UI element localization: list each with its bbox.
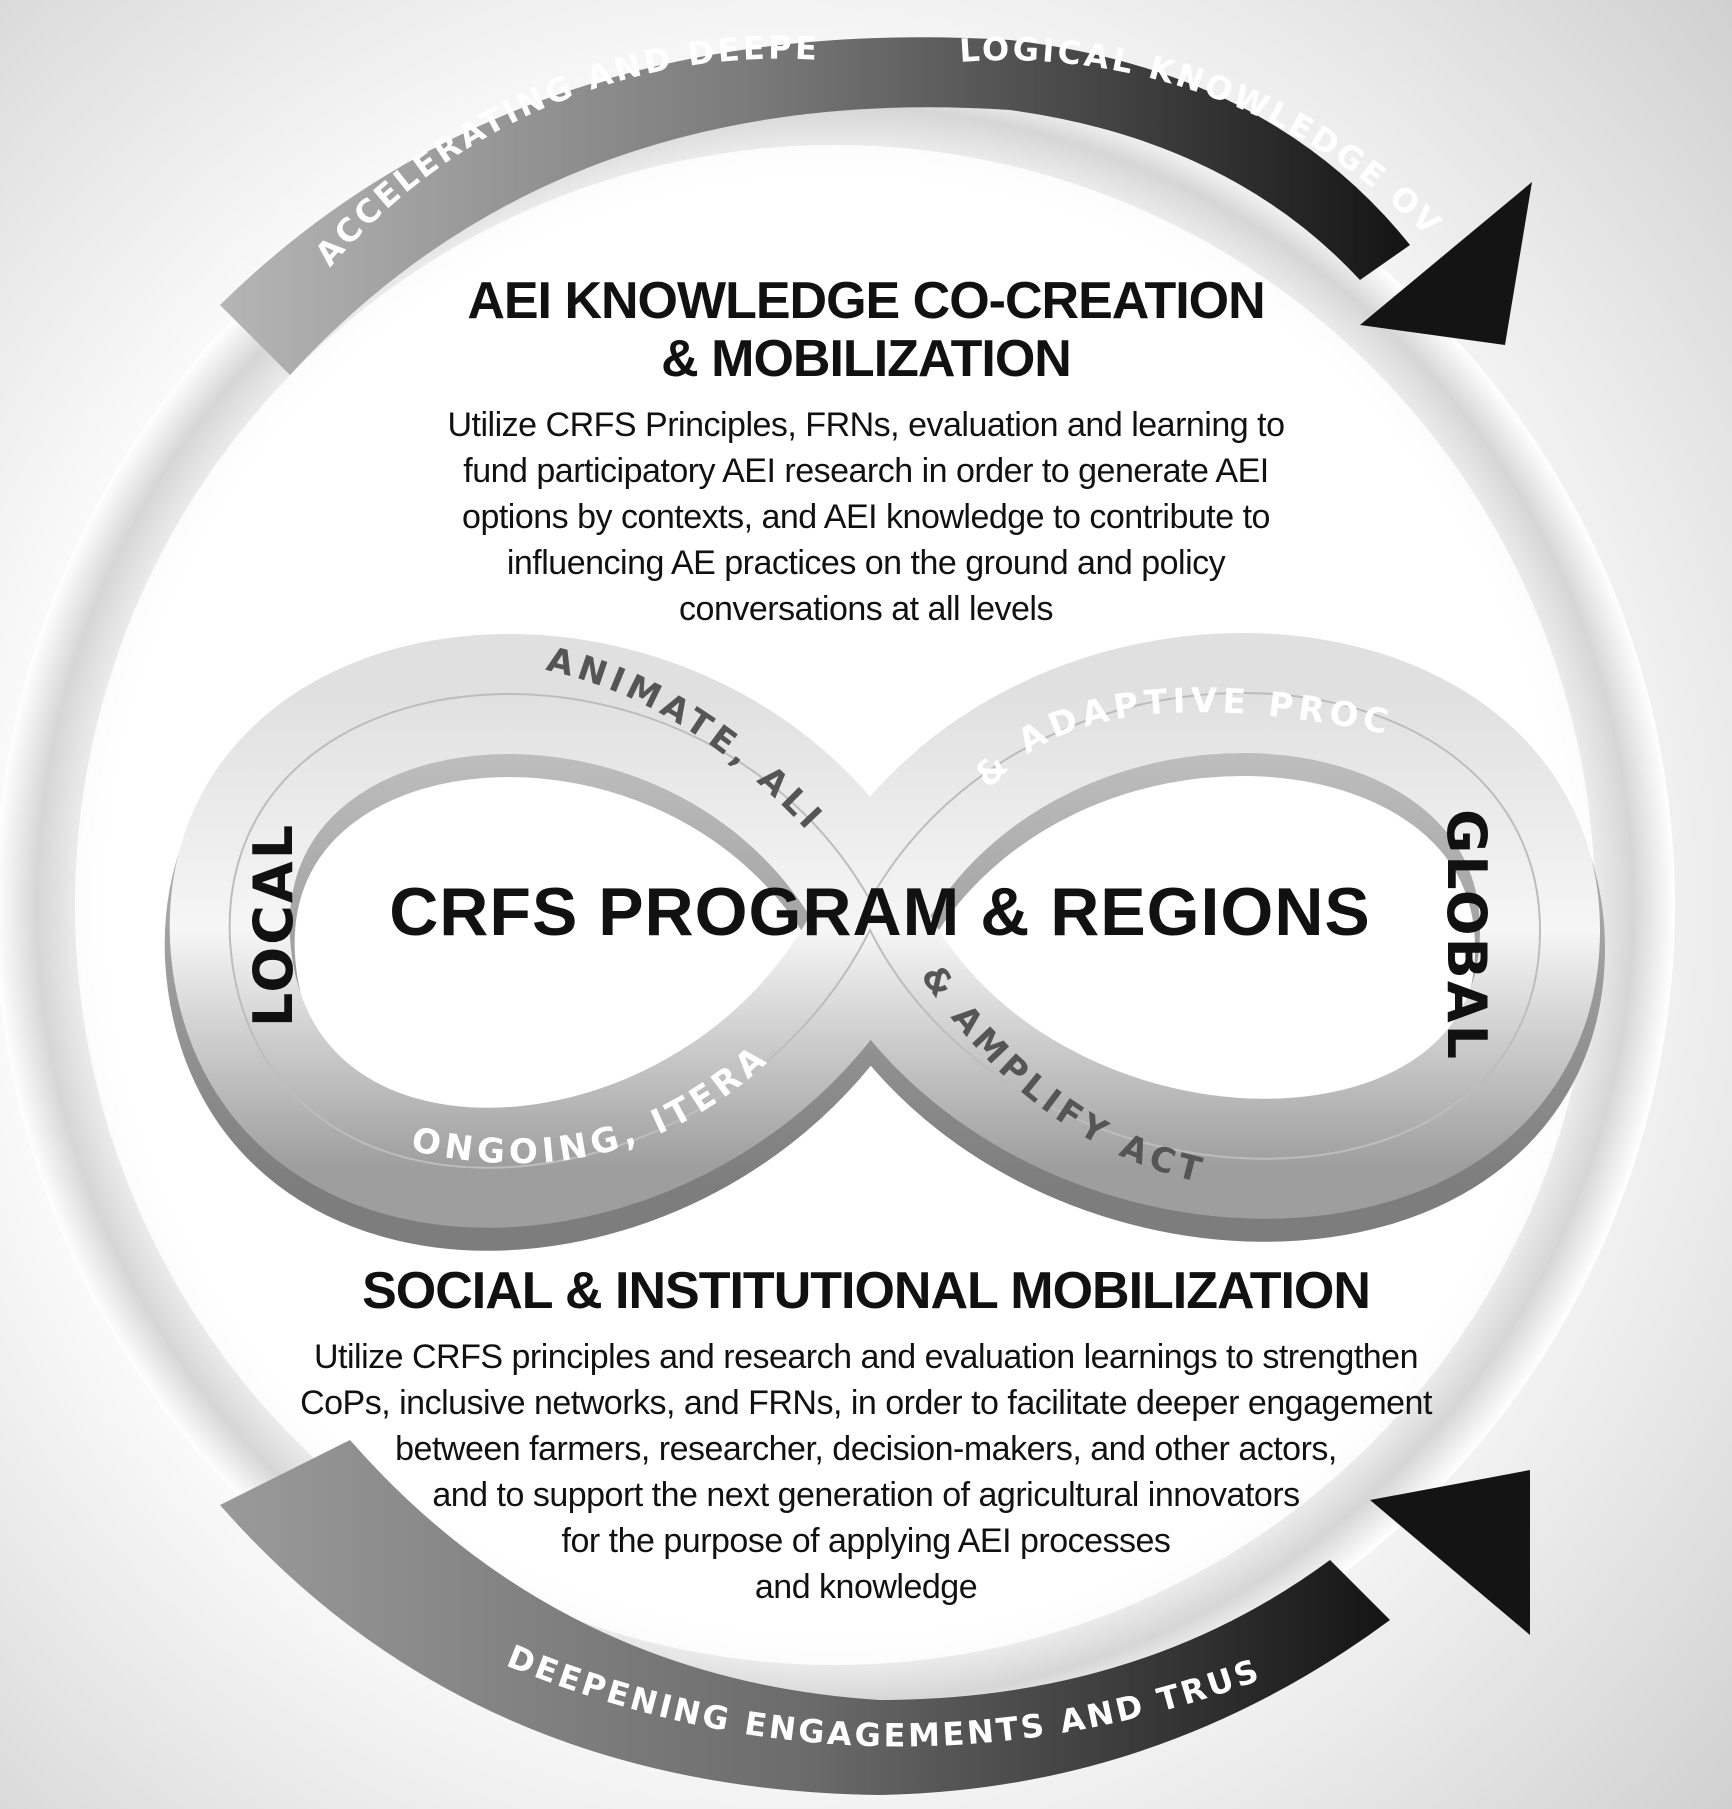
local-label: LOCAL <box>242 823 305 1027</box>
top-arrow-head <box>1360 182 1532 345</box>
bottom-section-body: Utilize CRFS principles and research and… <box>300 1338 1432 1606</box>
global-label: GLOBAL <box>1435 809 1498 1061</box>
top-section-title: AEI KNOWLEDGE CO-CREATION & MOBILIZATION <box>467 272 1265 388</box>
center-title: CRFS PROGRAM & REGIONS <box>389 874 1371 950</box>
bottom-section: SOCIAL & INSTITUTIONAL MOBILIZATION Util… <box>0 1262 1732 1610</box>
top-arrow-body <box>220 37 1410 375</box>
infinity-loop-edge <box>228 691 1542 1169</box>
top-section-body: Utilize CRFS Principles, FRNs, evaluatio… <box>447 406 1285 628</box>
bottom-arrow-head <box>1370 1470 1530 1635</box>
top-section: AEI KNOWLEDGE CO-CREATION & MOBILIZATION… <box>0 272 1732 632</box>
bottom-section-title: SOCIAL & INSTITUTIONAL MOBILIZATION <box>362 1262 1371 1320</box>
bottom-arrow-body <box>220 1440 1390 1795</box>
